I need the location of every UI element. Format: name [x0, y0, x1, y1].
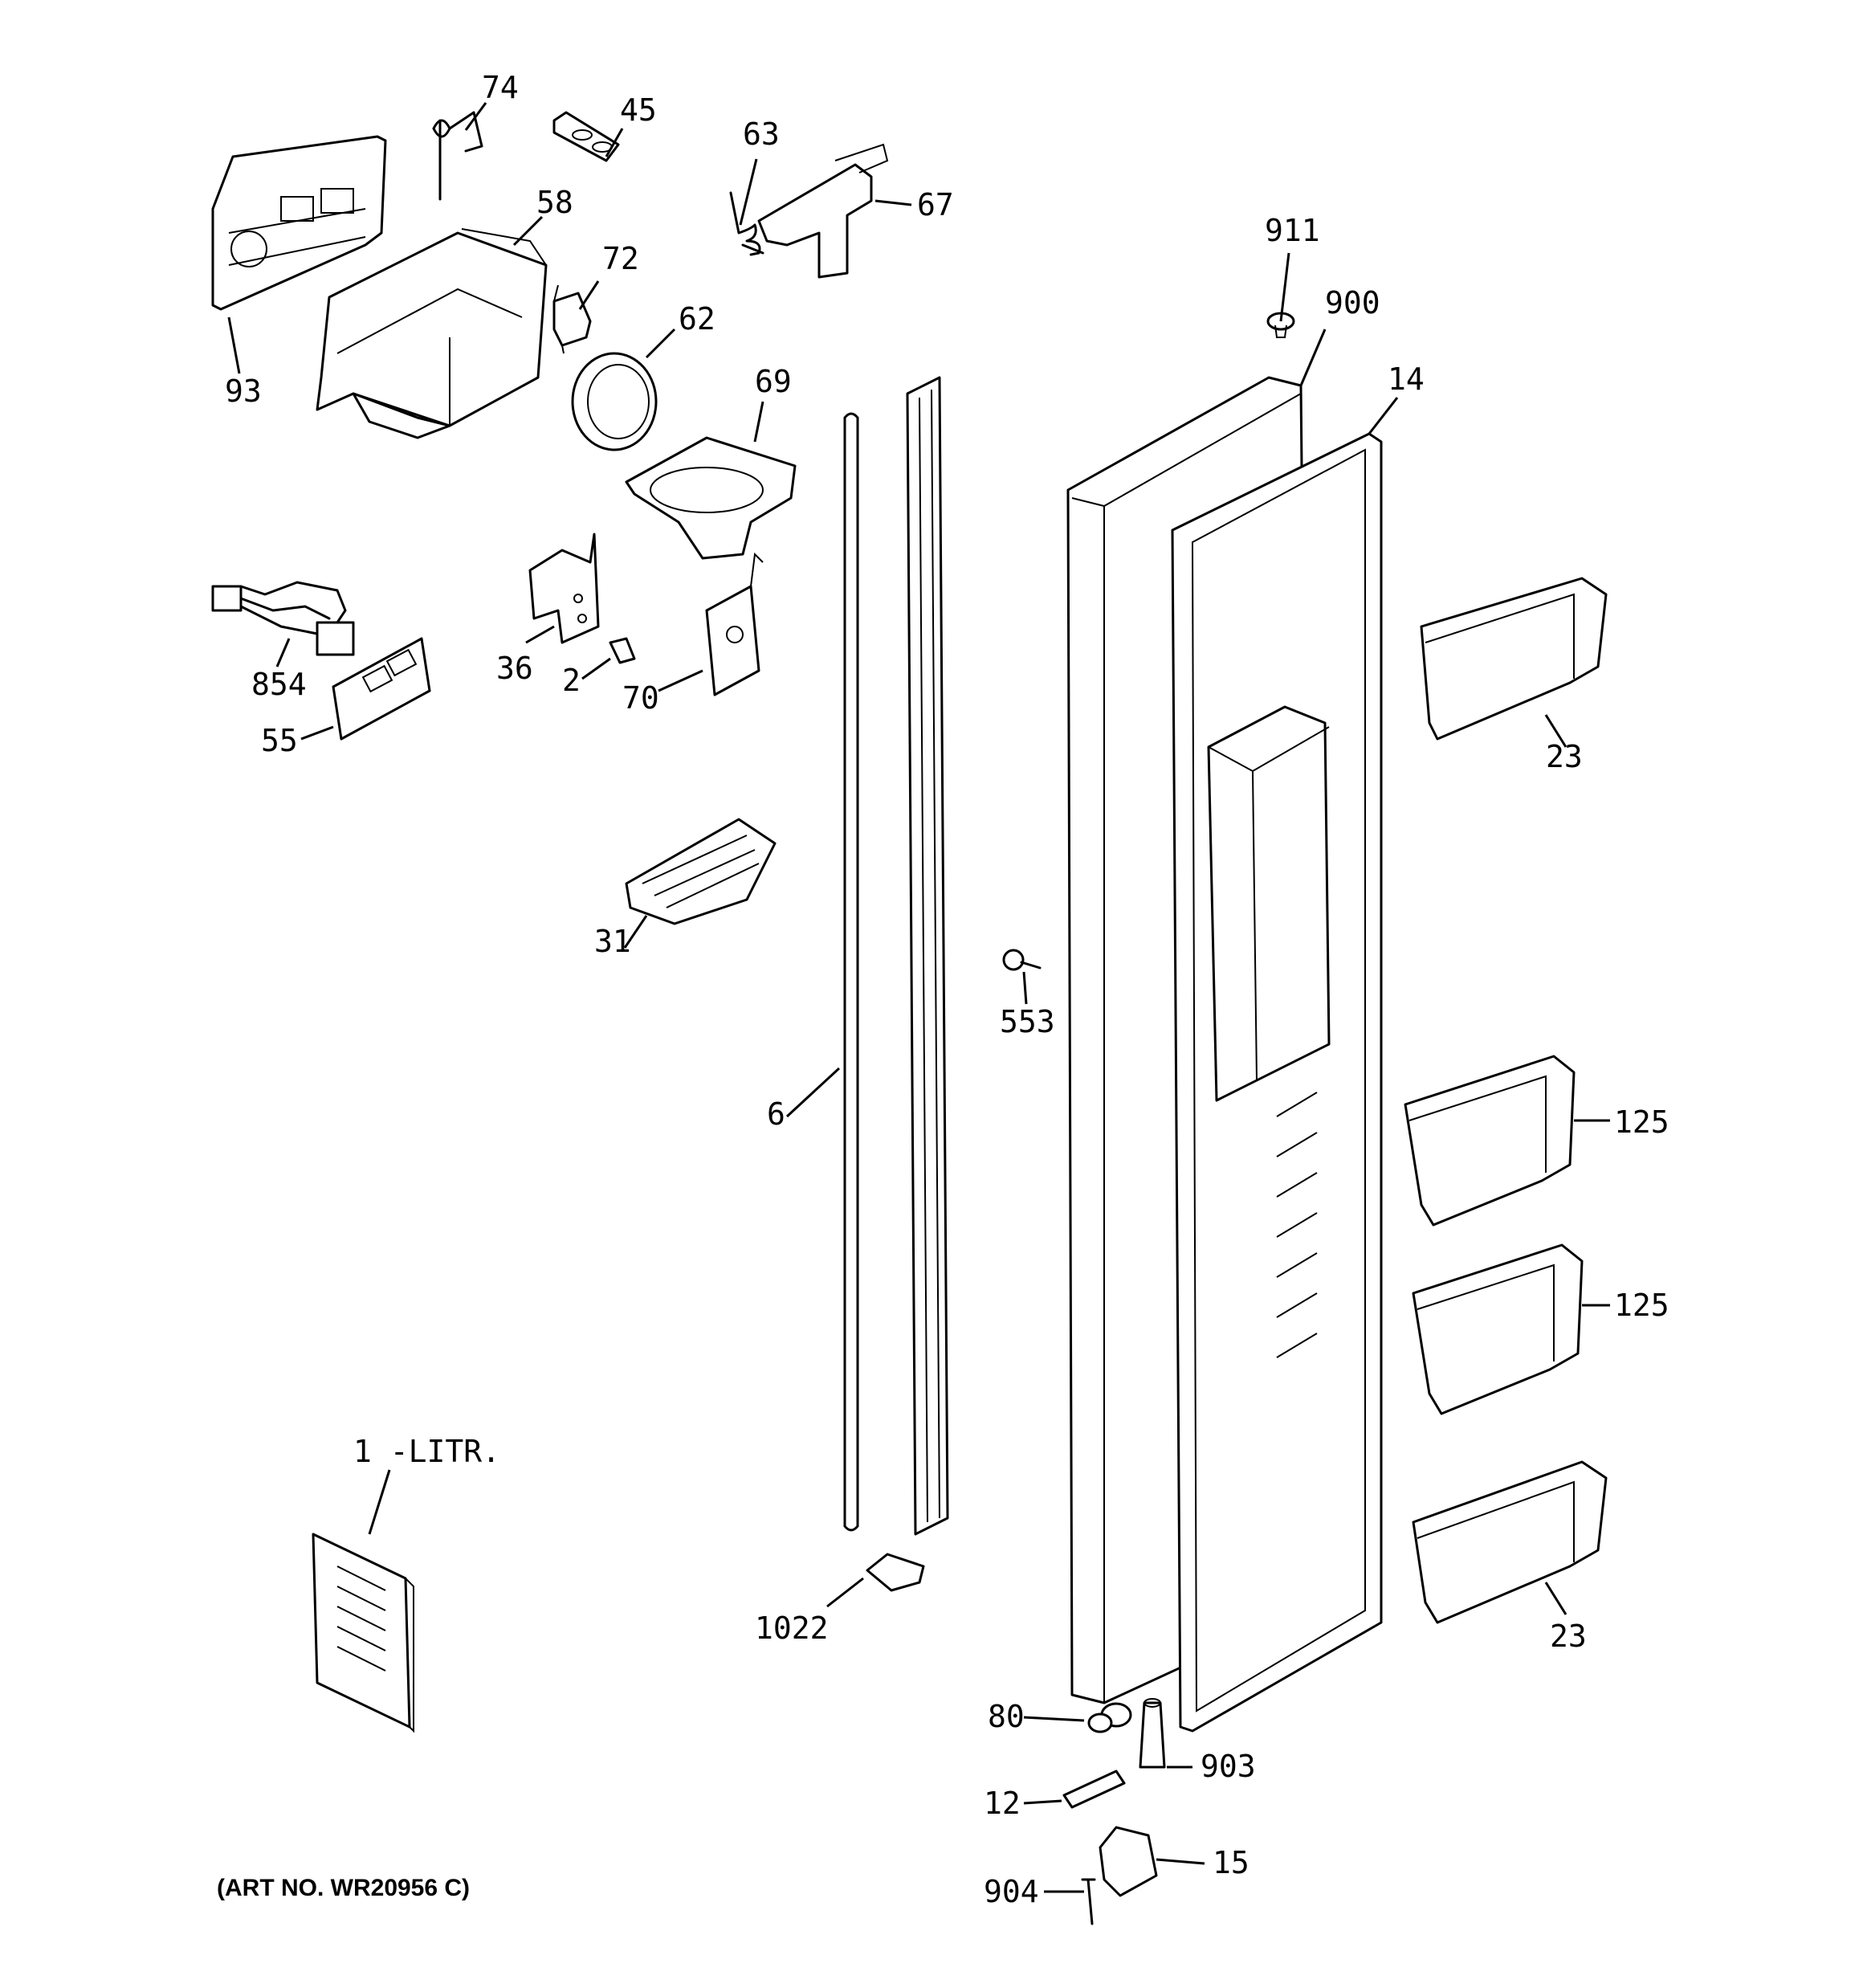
screw-904-part [1081, 1878, 1096, 1925]
label-62: 62 [679, 301, 715, 337]
pin-903-part [1139, 1698, 1166, 1769]
liner-14-part [1171, 432, 1383, 1733]
label-1-litr: 1 -LITR. [353, 1434, 500, 1469]
label-72: 72 [602, 241, 639, 276]
spring-63-part [729, 191, 764, 256]
dispenser-housing-part [316, 228, 548, 439]
label-900: 900 [1325, 285, 1380, 320]
bracket-12-part [1062, 1770, 1126, 1809]
leader-lines [227, 102, 1610, 1893]
label-80: 80 [988, 1699, 1025, 1734]
label-36: 36 [496, 651, 533, 686]
label-70: 70 [622, 680, 659, 716]
board-55-part [332, 637, 431, 741]
clip-1022-part [866, 1553, 925, 1592]
label-12: 12 [984, 1786, 1021, 1821]
label-58: 58 [536, 185, 573, 220]
bin-125-lower-part [1412, 1243, 1584, 1415]
label-2: 2 [562, 663, 581, 698]
label-23-top: 23 [1546, 739, 1583, 774]
label-125-upper: 125 [1614, 1104, 1669, 1140]
label-903: 903 [1201, 1749, 1256, 1784]
control-panel-part [211, 135, 387, 311]
label-911: 911 [1265, 213, 1320, 248]
switch-72-part [552, 284, 592, 354]
label-23-bottom: 23 [1550, 1619, 1587, 1654]
label-14: 14 [1388, 361, 1425, 397]
label-69: 69 [755, 364, 792, 399]
plate-70-part [705, 552, 764, 696]
label-904: 904 [984, 1874, 1039, 1909]
label-6: 6 [767, 1096, 785, 1132]
label-55: 55 [261, 723, 298, 758]
bracket-45-part [552, 111, 620, 162]
literature-1-part [312, 1533, 414, 1733]
spring-74-part [432, 111, 483, 201]
screw-2-part [609, 637, 636, 664]
label-553: 553 [1000, 1004, 1055, 1039]
label-93: 93 [225, 374, 262, 409]
tube-6-part [843, 412, 859, 1532]
label-125-lower: 125 [1614, 1288, 1669, 1323]
ring-62-part [571, 352, 658, 451]
label-63: 63 [743, 116, 780, 152]
bolt-553-part [1002, 949, 1042, 971]
label-1022: 1022 [755, 1610, 829, 1646]
bracket-36-part [528, 533, 600, 644]
grille-31-part [625, 818, 777, 925]
harness-854-part [211, 581, 355, 656]
label-45: 45 [620, 92, 657, 128]
bin-23-top-part [1420, 577, 1608, 741]
label-74: 74 [482, 70, 519, 105]
chute-69-part [625, 436, 797, 560]
bin-125-upper-part [1404, 1055, 1576, 1227]
label-15: 15 [1213, 1845, 1249, 1880]
label-67: 67 [917, 187, 954, 222]
grommet-80-part [1087, 1702, 1132, 1733]
hinge-15-part [1099, 1826, 1158, 1897]
label-854: 854 [251, 667, 307, 702]
bin-23-bottom-part [1412, 1460, 1608, 1624]
label-31: 31 [594, 924, 631, 959]
door-trim-rail-part [906, 376, 949, 1536]
art-number: (ART NO. WR20956 C) [217, 1875, 470, 1901]
actuator-67-part [757, 143, 889, 279]
